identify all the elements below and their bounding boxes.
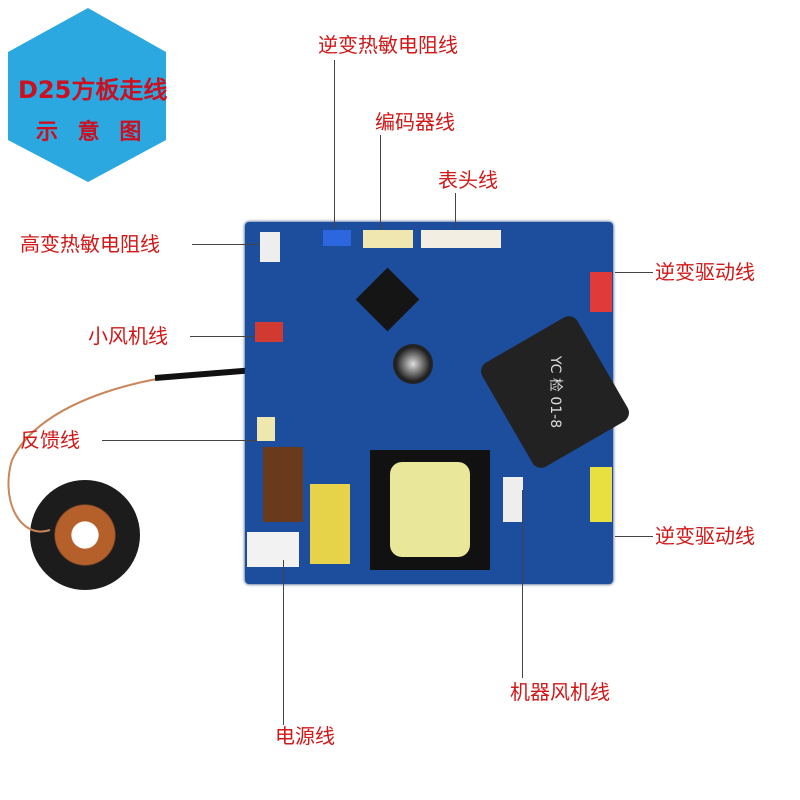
transformer-core [390, 462, 470, 557]
connector-inverter-thermistor [323, 230, 351, 246]
label-inverter-drive-top: 逆变驱动线 [655, 260, 755, 284]
connector-feedback [257, 417, 275, 441]
common-mode-choke [263, 447, 303, 522]
connector-power [247, 532, 299, 567]
label-machine-fan: 机器风机线 [510, 680, 610, 704]
connector-inverter-drive-bottom [590, 467, 612, 522]
label-encoder: 编码器线 [375, 110, 455, 134]
toroid-coil [30, 480, 140, 590]
label-inverter-drive-bottom: 逆变驱动线 [655, 524, 755, 548]
label-meter-head: 表头线 [438, 168, 498, 192]
label-power: 电源线 [275, 724, 335, 748]
label-inverter-thermistor: 逆变热敏电阻线 [318, 33, 458, 57]
capacitor [393, 344, 433, 384]
connector-hv-thermistor [260, 232, 280, 262]
yellow-capacitor [310, 484, 350, 564]
connector-inverter-drive-top [590, 272, 612, 312]
label-small-fan: 小风机线 [88, 324, 168, 348]
microcontroller-chip [355, 267, 420, 332]
connector-small-fan [255, 322, 283, 342]
connector-machine-fan [503, 477, 523, 522]
label-hv-thermistor: 高变热敏电阻线 [20, 232, 160, 256]
connector-encoder [363, 230, 413, 248]
board-marking: YC 检 01-8 [547, 355, 564, 429]
badge-subtitle: 示 意 图 [36, 120, 148, 145]
connector-meter [421, 230, 501, 248]
badge-title: D25方板走线 [18, 76, 168, 104]
label-feedback: 反馈线 [20, 428, 80, 452]
title-badge: D25方板走线 示 意 图 [6, 6, 168, 184]
circuit-board: YC 检 01-8 [245, 222, 633, 584]
feedback-wire [7, 367, 256, 533]
hexagon-shape [8, 8, 166, 182]
